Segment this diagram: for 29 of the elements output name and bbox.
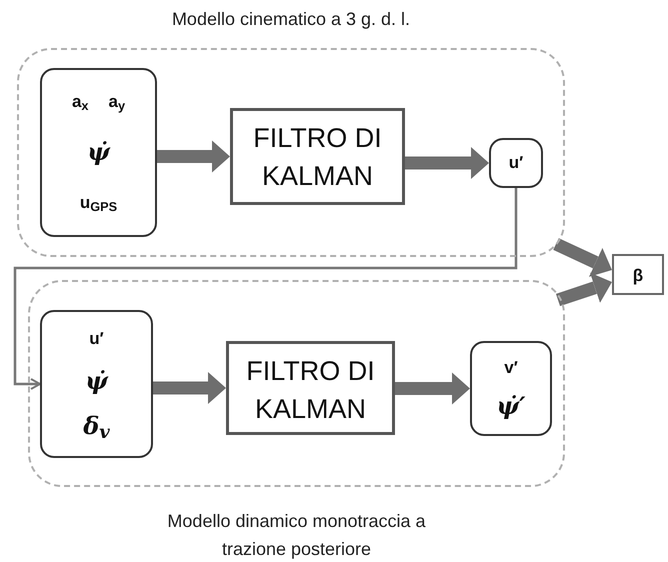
variable-label: a$_{x}$	[72, 90, 88, 114]
block-arrow	[395, 372, 470, 404]
block-arrow	[553, 238, 612, 277]
block-arrow	[405, 147, 489, 179]
variable-box	[470, 341, 552, 436]
filter-label: FILTRO DI KALMAN	[245, 355, 376, 426]
variable-label: a$_{y}$	[108, 90, 126, 114]
variable-box	[40, 310, 153, 458]
variable-label: ψ̇	[85, 366, 108, 396]
group-heading: Modello cinematico a 3 g. d. l.	[172, 8, 410, 31]
variable-label: u′	[508, 152, 524, 174]
filter-box	[230, 108, 405, 205]
variable-label: ψ̇′	[496, 390, 526, 421]
filter-label: FILTRO DI KALMAN	[252, 122, 383, 193]
arrow	[14, 188, 518, 390]
output-box	[612, 254, 664, 295]
variable-label: δ$_{v}$	[83, 410, 110, 441]
variable-box	[489, 138, 543, 188]
variable-label: u′	[89, 328, 104, 350]
filter-box	[226, 341, 395, 435]
variable-box	[40, 68, 157, 237]
block-arrow	[153, 372, 226, 404]
block-arrow	[157, 140, 230, 172]
group-heading: Modello dinamico monotraccia a trazione posteriore	[166, 510, 427, 561]
variable-label: ψ̇	[87, 137, 110, 168]
block-arrow	[556, 272, 612, 306]
variable-label: u$_{GPS}$	[80, 192, 118, 216]
variable-label: β	[632, 265, 644, 287]
variable-label: v′	[504, 357, 518, 380]
